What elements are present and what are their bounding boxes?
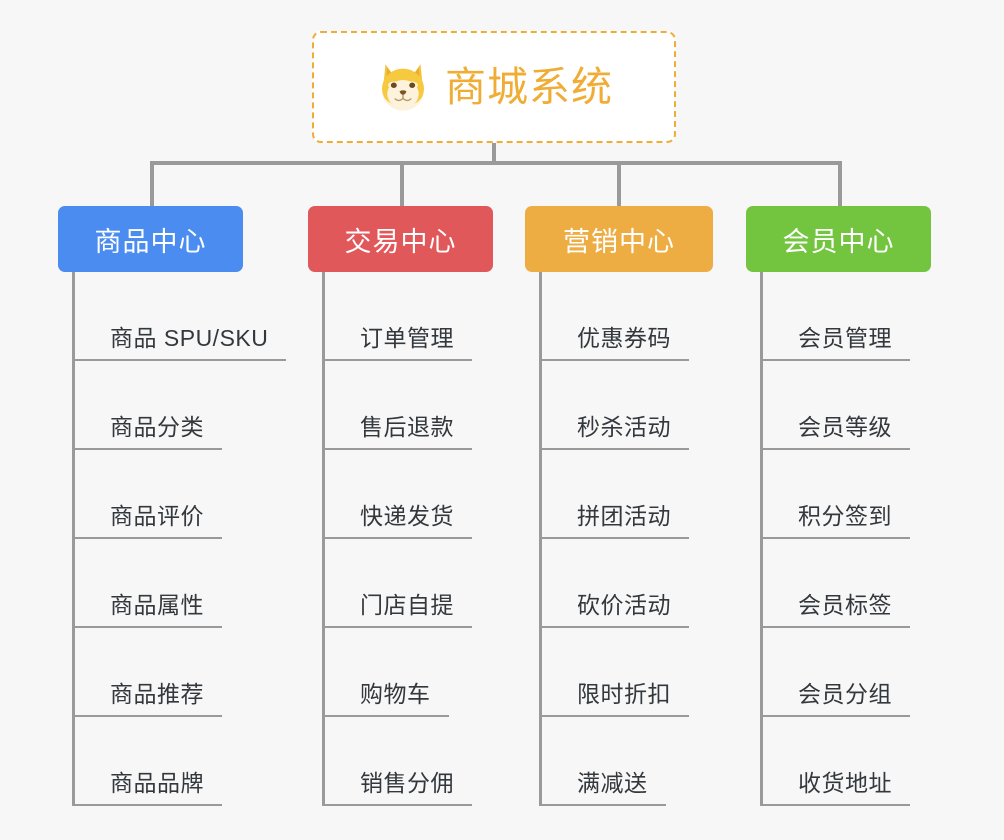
leaf-list-member: 会员管理 会员等级 积分签到 会员标签 会员分组 收货地址 <box>760 272 996 806</box>
list-item[interactable]: 订单管理 <box>325 272 558 361</box>
leaf-label: 限时折扣 <box>542 681 689 717</box>
shiba-dog-face-icon <box>382 64 424 111</box>
leaf-label: 会员分组 <box>763 681 910 717</box>
connector-drop-1 <box>150 161 154 206</box>
leaf-label: 会员等级 <box>763 414 910 450</box>
connector-drop-4 <box>838 161 842 206</box>
leaf-label: 商品 SPU/SKU <box>75 325 287 361</box>
list-item[interactable]: 商品评价 <box>75 450 308 539</box>
list-item[interactable]: 商品属性 <box>75 539 308 628</box>
list-item[interactable]: 销售分佣 <box>325 717 558 806</box>
leaf-label: 商品属性 <box>75 592 222 628</box>
leaf-label: 秒杀活动 <box>542 414 689 450</box>
list-item[interactable]: 商品分类 <box>75 361 308 450</box>
connector-root-stem <box>492 143 496 164</box>
list-item[interactable]: 优惠券码 <box>542 272 775 361</box>
leaf-list-trade: 订单管理 售后退款 快递发货 门店自提 购物车 销售分佣 <box>322 272 558 806</box>
list-item[interactable]: 商品推荐 <box>75 628 308 717</box>
leaf-label: 快递发货 <box>325 503 472 539</box>
root-title: 商城系统 <box>445 63 613 110</box>
leaf-label: 购物车 <box>325 681 449 717</box>
category-label: 交易中心 <box>344 226 457 257</box>
list-item[interactable]: 商品 SPU/SKU <box>75 272 308 361</box>
category-header-marketing[interactable]: 营销中心 <box>525 206 713 272</box>
connector-drop-3 <box>617 161 621 206</box>
list-item[interactable]: 限时折扣 <box>542 628 775 717</box>
category-label: 会员中心 <box>782 226 895 257</box>
leaf-label: 商品推荐 <box>75 681 222 717</box>
list-item[interactable]: 商品品牌 <box>75 717 308 806</box>
category-column-member: 会员中心 会员管理 会员等级 积分签到 会员标签 会员分组 收货地址 <box>746 206 996 806</box>
leaf-list-product: 商品 SPU/SKU 商品分类 商品评价 商品属性 商品推荐 商品品牌 <box>72 272 308 806</box>
root-node[interactable]: 商城系统 <box>312 31 676 143</box>
leaf-label: 会员标签 <box>763 592 910 628</box>
leaf-label: 售后退款 <box>325 414 472 450</box>
leaf-label: 砍价活动 <box>542 592 689 628</box>
list-item[interactable]: 收货地址 <box>763 717 996 806</box>
leaf-label: 会员管理 <box>763 325 910 361</box>
list-item[interactable]: 满减送 <box>542 717 775 806</box>
list-item[interactable]: 门店自提 <box>325 539 558 628</box>
leaf-label: 收货地址 <box>763 770 910 806</box>
list-item[interactable]: 会员等级 <box>763 361 996 450</box>
list-item[interactable]: 会员标签 <box>763 539 996 628</box>
leaf-label: 优惠券码 <box>542 325 689 361</box>
list-item[interactable]: 拼团活动 <box>542 450 775 539</box>
list-item[interactable]: 售后退款 <box>325 361 558 450</box>
category-label: 商品中心 <box>94 226 207 257</box>
leaf-label: 积分签到 <box>763 503 910 539</box>
leaf-label: 订单管理 <box>325 325 472 361</box>
list-item[interactable]: 会员分组 <box>763 628 996 717</box>
leaf-label: 拼团活动 <box>542 503 689 539</box>
leaf-label: 商品分类 <box>75 414 222 450</box>
connector-drop-2 <box>400 161 404 206</box>
category-label: 营销中心 <box>563 226 675 257</box>
category-column-marketing: 营销中心 优惠券码 秒杀活动 拼团活动 砍价活动 限时折扣 满减送 <box>525 206 775 806</box>
list-item[interactable]: 积分签到 <box>763 450 996 539</box>
leaf-label: 商品评价 <box>75 503 222 539</box>
category-header-member[interactable]: 会员中心 <box>746 206 931 272</box>
list-item[interactable]: 砍价活动 <box>542 539 775 628</box>
leaf-label: 满减送 <box>542 770 666 806</box>
category-header-trade[interactable]: 交易中心 <box>308 206 493 272</box>
connector-horizontal-bus <box>150 161 842 165</box>
list-item[interactable]: 会员管理 <box>763 272 996 361</box>
leaf-label: 商品品牌 <box>75 770 222 806</box>
list-item[interactable]: 购物车 <box>325 628 558 717</box>
list-item[interactable]: 秒杀活动 <box>542 361 775 450</box>
list-item[interactable]: 快递发货 <box>325 450 558 539</box>
category-column-product: 商品中心 商品 SPU/SKU 商品分类 商品评价 商品属性 商品推荐 商品品牌 <box>58 206 308 806</box>
category-column-trade: 交易中心 订单管理 售后退款 快递发货 门店自提 购物车 销售分佣 <box>308 206 558 806</box>
leaf-label: 门店自提 <box>325 592 472 628</box>
leaf-list-marketing: 优惠券码 秒杀活动 拼团活动 砍价活动 限时折扣 满减送 <box>539 272 775 806</box>
category-header-product[interactable]: 商品中心 <box>58 206 243 272</box>
leaf-label: 销售分佣 <box>325 770 472 806</box>
